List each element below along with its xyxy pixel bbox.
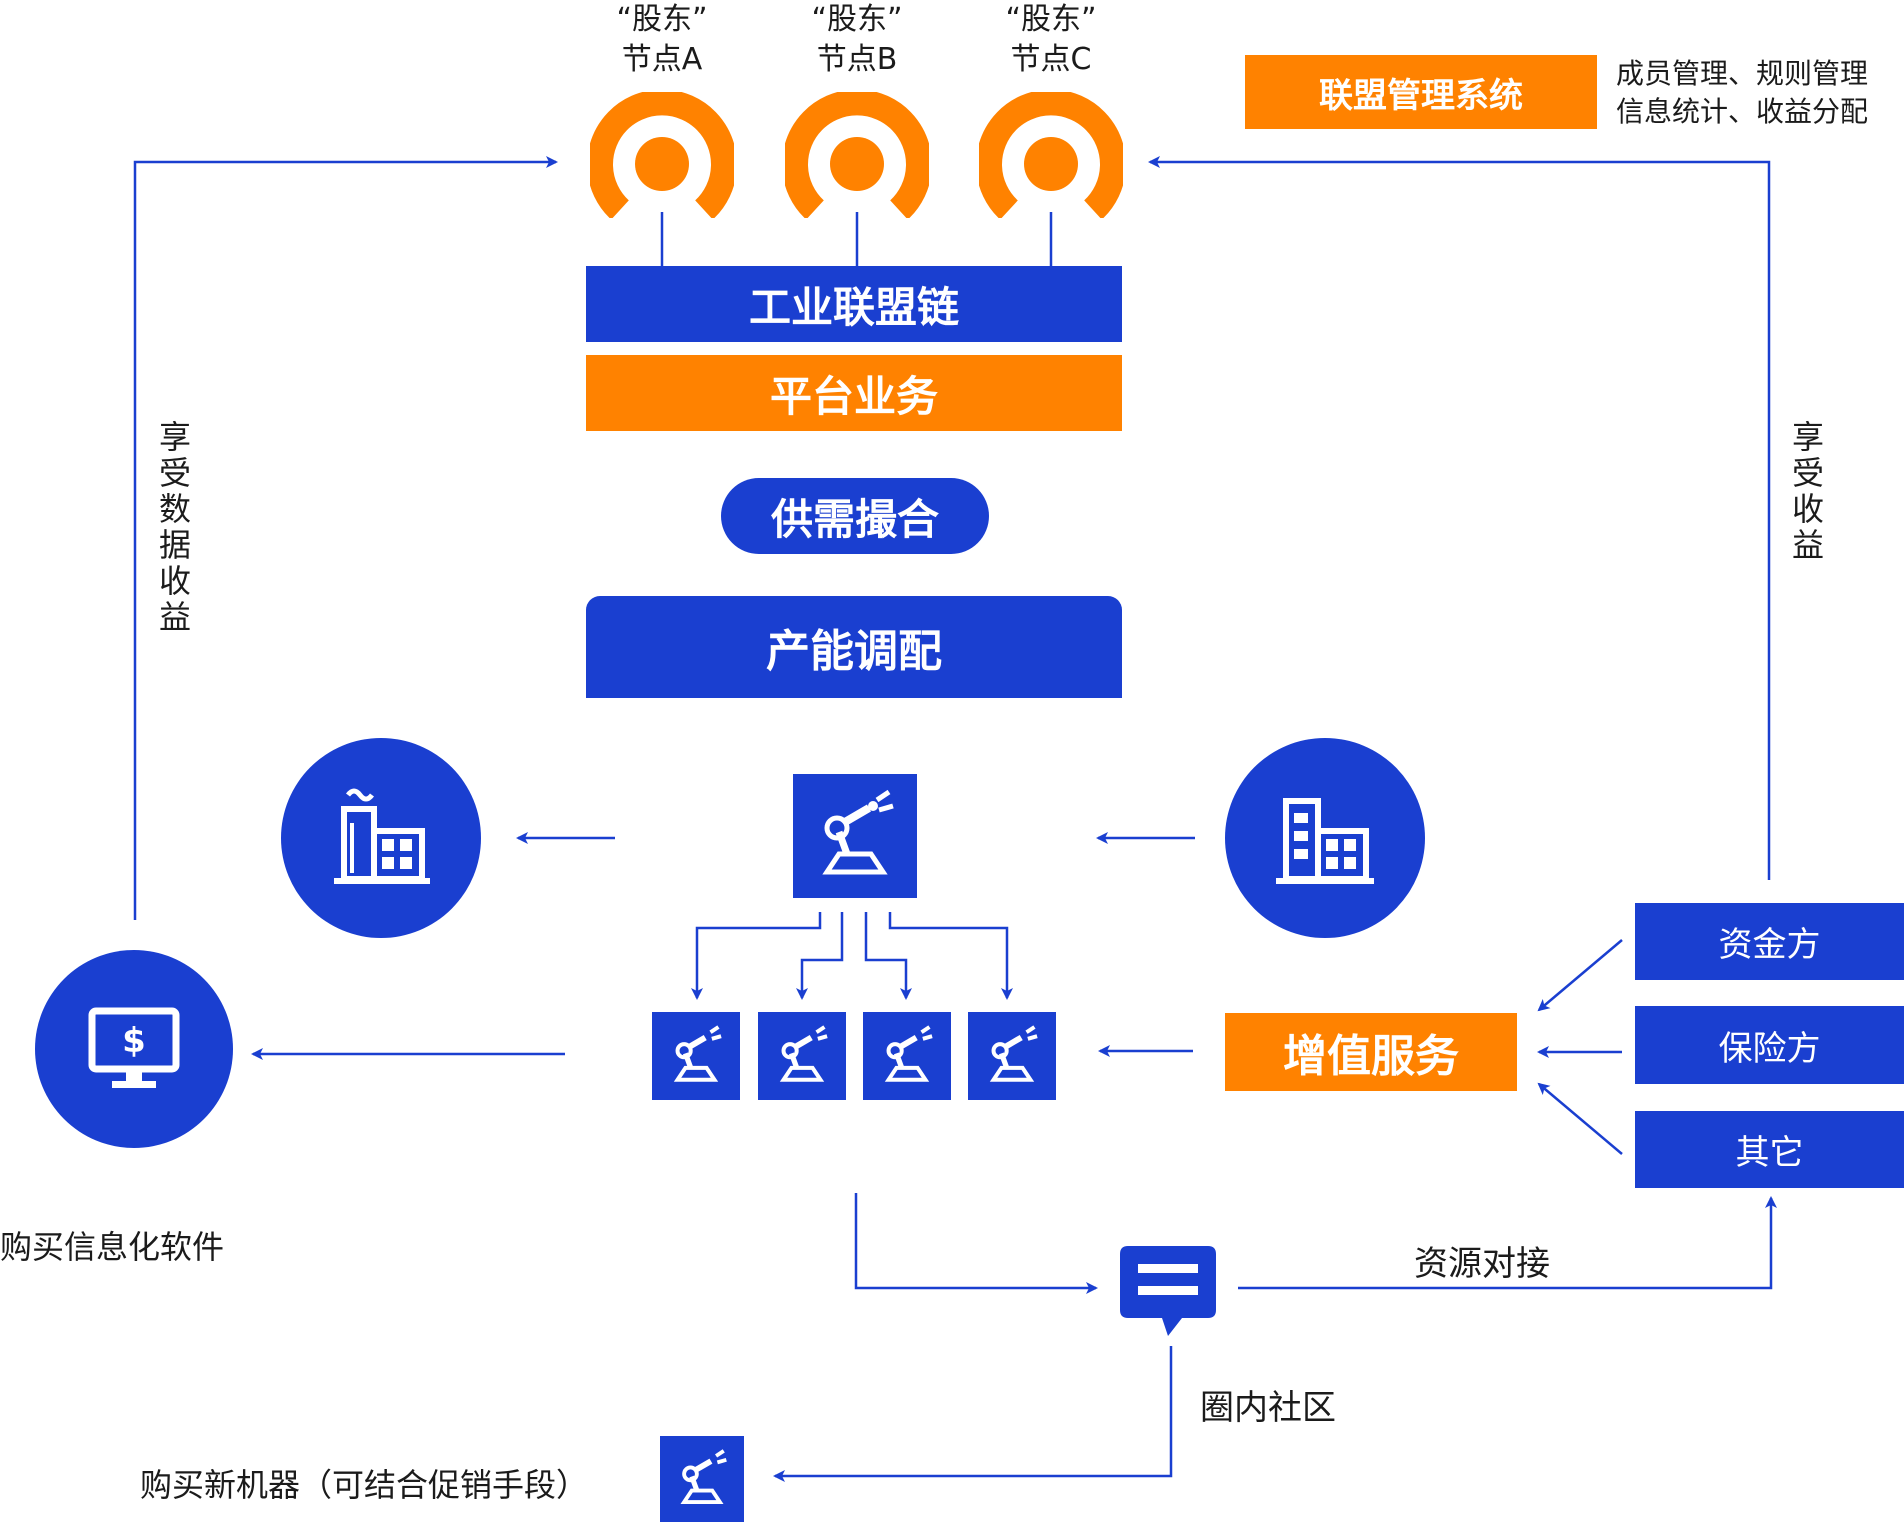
robot-small-1 <box>652 1012 740 1100</box>
value-added-service-box: 增值服务 <box>1225 1013 1517 1091</box>
supply-demand-matching-pill: 供需撮合 <box>721 478 989 554</box>
computer-dollar-icon: $ <box>88 1007 180 1088</box>
insurer-box: 保险方 <box>1635 1006 1904 1084</box>
capacity-allocation-bar: 产能调配 <box>586 596 1122 698</box>
robot-new-machine-box <box>660 1436 744 1522</box>
node-a-name: 节点A <box>621 42 703 77</box>
buy-new-machine-label: 购买新机器（可结合促销手段） <box>140 1466 589 1504</box>
node-b-label: “股东” 节点B <box>797 0 917 80</box>
circle-community-label: 圈内社区 <box>1200 1388 1336 1428</box>
building-icon <box>1276 798 1374 884</box>
robot-arm-icon <box>779 1025 828 1082</box>
robot-small-3 <box>863 1012 951 1100</box>
robot-small-2 <box>758 1012 846 1100</box>
factory-left-circle <box>281 738 481 938</box>
node-a-label: “股东” 节点A <box>602 0 722 80</box>
node-c-title: “股东” <box>1005 2 1097 37</box>
robot-arm-icon <box>822 789 894 875</box>
alliance-desc-line1: 成员管理、规则管理 <box>1616 57 1869 90</box>
node-b-title: “股东” <box>811 2 903 37</box>
robot-small-4 <box>968 1012 1056 1100</box>
buy-software-label: 购买信息化软件 <box>0 1228 225 1266</box>
alliance-desc-line2: 信息统计、收益分配 <box>1616 95 1869 128</box>
node-b-icon <box>785 92 929 218</box>
robot-arm-icon <box>673 1025 722 1082</box>
enjoy-revenue-label: 享受收益 <box>1787 420 1825 564</box>
alliance-management-box: 联盟管理系统 <box>1245 55 1597 129</box>
software-computer-circle: $ <box>35 950 233 1148</box>
node-a-title: “股东” <box>616 2 708 37</box>
node-b-name: 节点B <box>816 42 898 77</box>
robot-arm-icon <box>884 1025 933 1082</box>
alliance-description: 成员管理、规则管理 信息统计、收益分配 <box>1616 55 1896 131</box>
node-c-name: 节点C <box>1010 42 1092 77</box>
node-c-label: “股东” 节点C <box>991 0 1111 80</box>
robot-main-box <box>793 774 917 898</box>
others-box: 其它 <box>1635 1111 1904 1188</box>
node-c-icon <box>979 92 1123 218</box>
chat-bubble-icon <box>1120 1246 1216 1336</box>
svg-text:$: $ <box>122 1021 146 1061</box>
industrial-alliance-chain-bar: 工业联盟链 <box>586 266 1122 342</box>
funder-box: 资金方 <box>1635 903 1904 980</box>
enjoy-data-revenue-label: 享受数据收益 <box>154 420 192 636</box>
node-a-icon <box>590 92 734 218</box>
factory-icon <box>334 788 430 884</box>
robot-arm-icon <box>680 1449 727 1504</box>
platform-business-bar: 平台业务 <box>586 355 1122 431</box>
robot-arm-icon <box>989 1025 1038 1082</box>
factory-right-circle <box>1225 738 1425 938</box>
resource-link-label: 资源对接 <box>1414 1244 1550 1284</box>
